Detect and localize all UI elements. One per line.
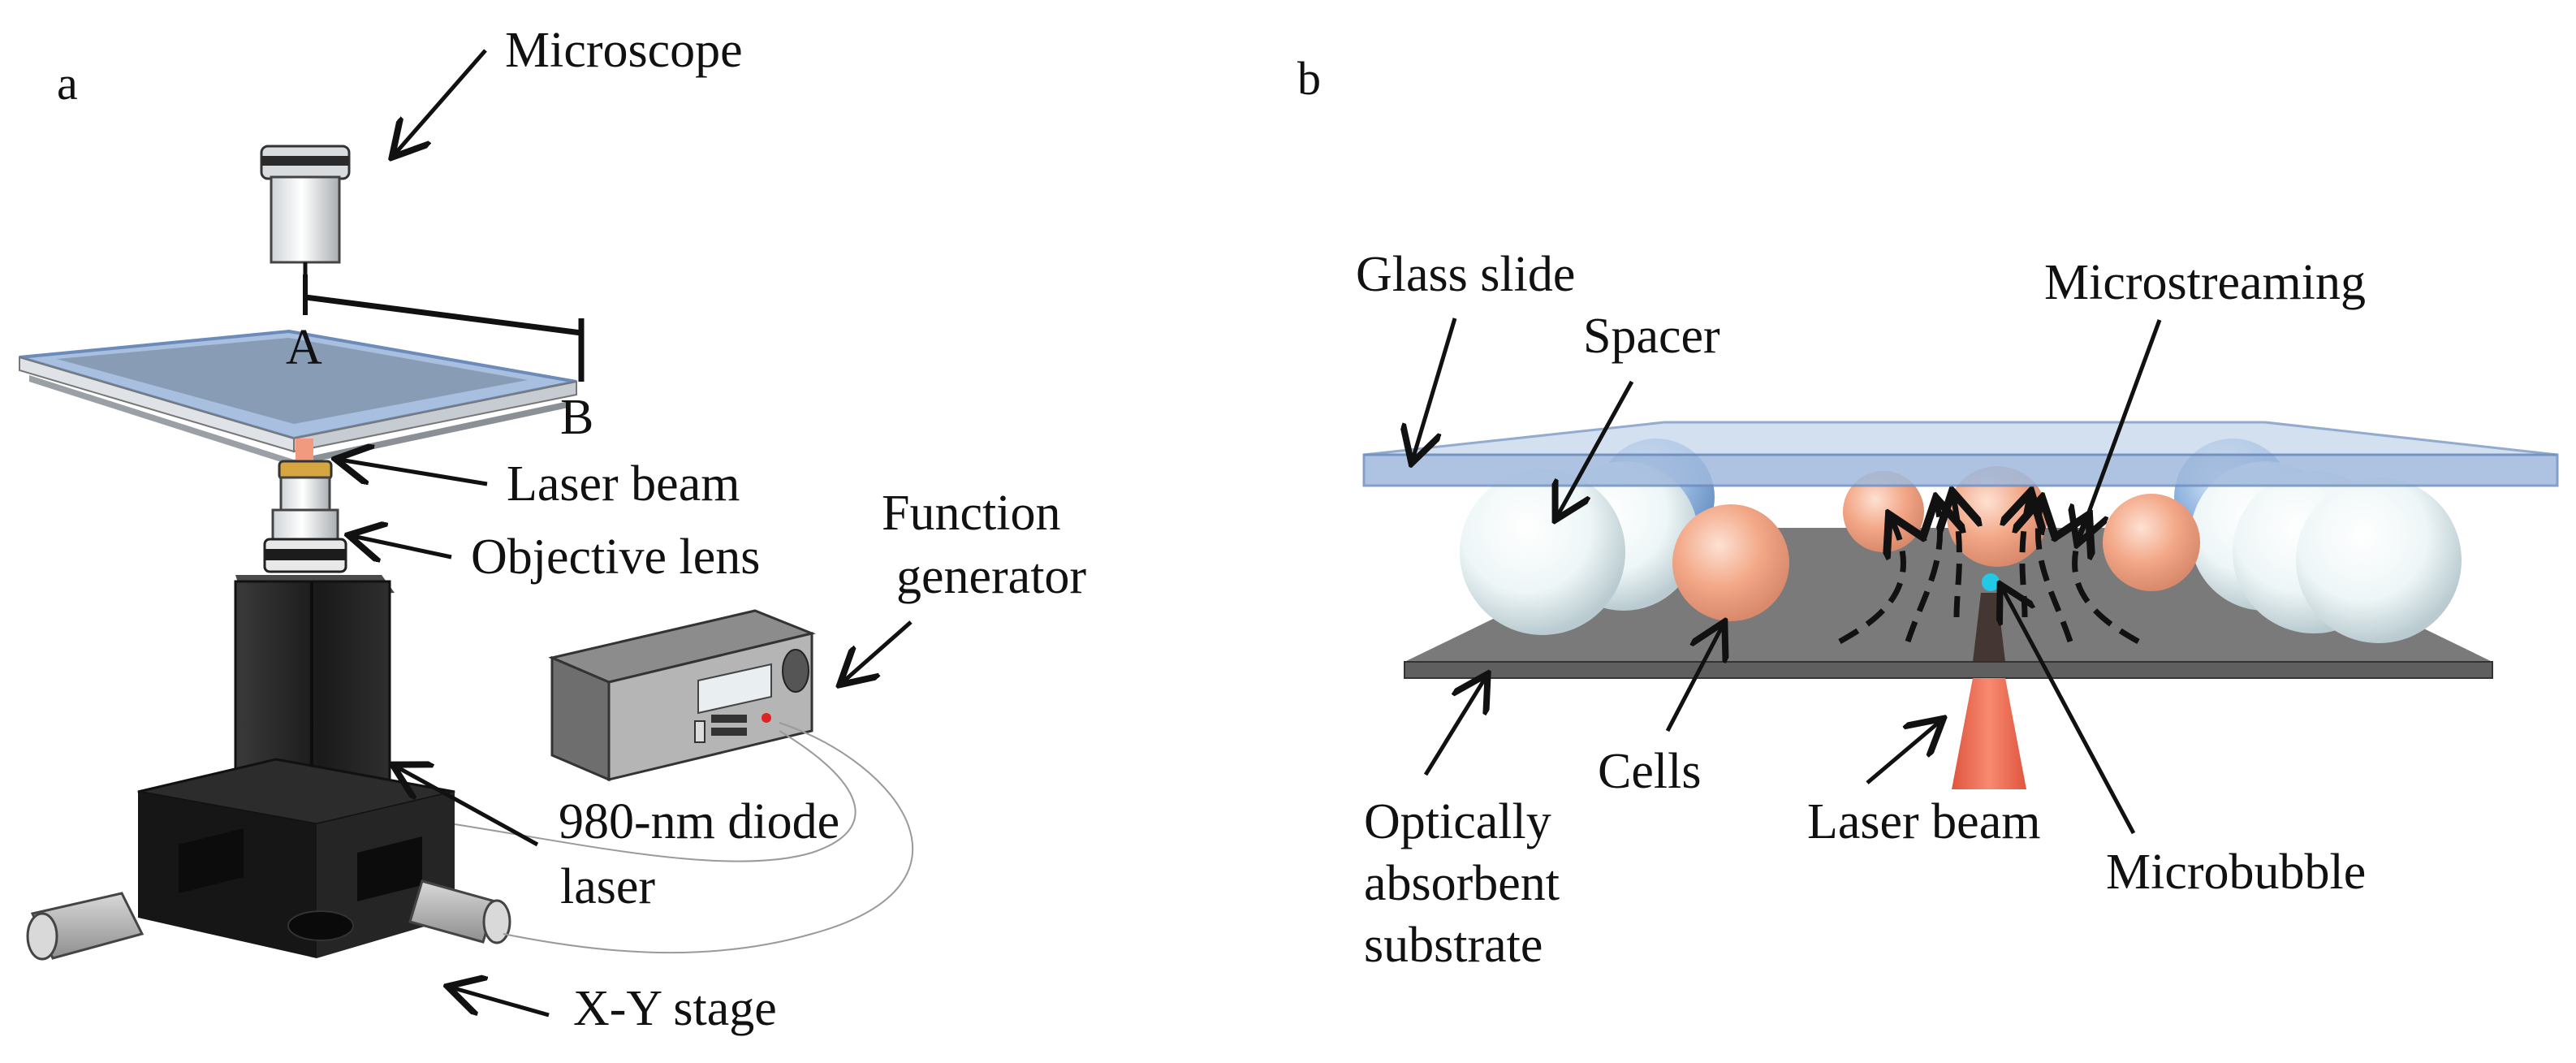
sample-slide [19,329,577,466]
spacer-label: Spacer [1583,309,1720,364]
microstreaming-label: Microstreaming [2044,255,2366,310]
xy-stage-icon [26,758,511,961]
panel-a-label: a [57,57,78,110]
spacer-beads-right [2190,461,2462,643]
microstreaming-arrow [2078,319,2162,541]
microbubble-label: Microbubble [2106,845,2366,900]
microbubble [1982,573,2000,591]
laser-beam-a [296,439,313,465]
objective-lens-label: Objective lens [471,529,760,585]
distance-bracket-ab [303,274,585,382]
laser-beam-arrow-a [339,460,488,486]
cells-arrow [1665,625,1723,732]
function-generator-label-1: Function [882,486,1060,541]
substrate-label-3: substrate [1364,918,1543,973]
function-generator-arrow [843,620,913,682]
laser-beam-arrow-b [1866,721,1940,784]
spacer-bead [2296,477,2462,643]
diode-laser-arrow [396,767,539,847]
spacer-bead [1460,469,1625,635]
cells-label: Cells [1598,744,1701,799]
spacer-arrow [1557,380,1634,516]
substrate-label-2: absorbent [1364,856,1560,911]
diode-laser-label-2: laser [560,859,655,914]
microbubble-arrow [2002,588,2136,835]
microscope-label: Microscope [505,23,743,78]
point-b-label: B [560,390,593,445]
laser-beam-b [1952,678,2026,789]
objective-lens-arrow [352,536,452,557]
glass-slide-label: Glass slide [1356,247,1575,302]
microscope-eyepiece-icon [260,145,351,274]
laser-beam-label-a: Laser beam [507,456,740,512]
xy-stage-label: X-Y stage [573,981,777,1036]
cable [454,722,914,954]
diode-laser-label-1: 980-nm diode [559,794,839,849]
function-generator-label-2: generator [896,549,1086,604]
panel-b-label: b [1297,52,1321,105]
function-generator-icon [548,609,816,782]
laser-beam-label-b: Laser beam [1807,794,2040,849]
point-a-label: A [286,320,322,375]
microscope-arrow [395,49,487,154]
substrate-label-1: Optically [1364,794,1551,849]
cell [1672,504,1789,621]
glass-slide [1362,421,2559,487]
cell [2103,494,2200,591]
glass-slide-arrow [1413,318,1457,460]
objective-lens-icon [263,460,347,573]
substrate-arrow [1423,677,1486,776]
xy-stage-arrow [451,987,550,1018]
